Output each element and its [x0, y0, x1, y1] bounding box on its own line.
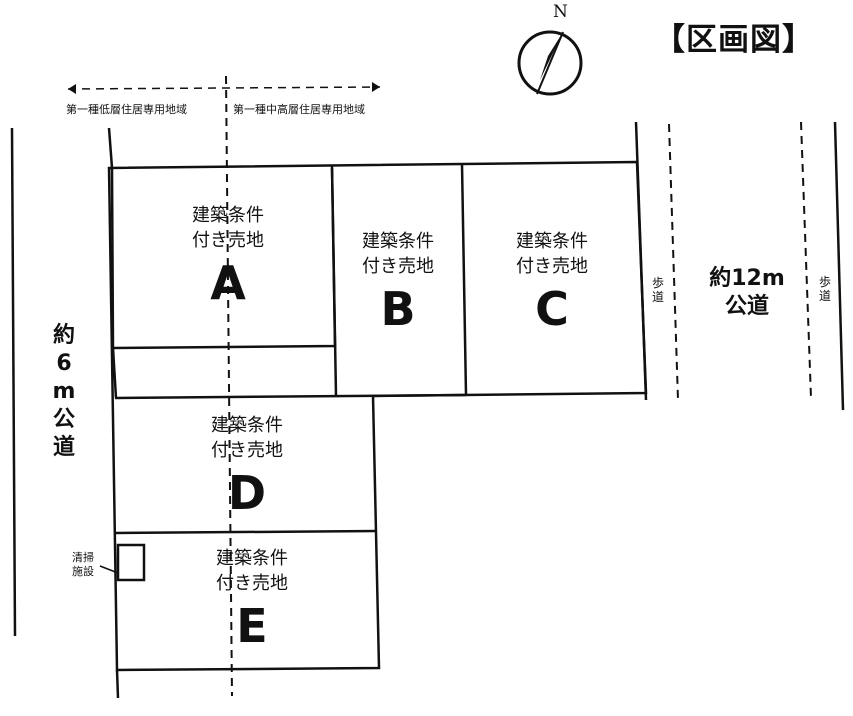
lot-d: 建築条件 付き売地 D [172, 413, 322, 519]
east-road-edge [634, 121, 648, 401]
west-road-label-5: 道 [52, 435, 75, 460]
sidewalk-label-left: 歩 道 [650, 276, 666, 304]
zone-arrow-right-icon [372, 82, 380, 92]
zone-boundary-line [225, 75, 233, 697]
lot-b-west-edge [330, 165, 338, 397]
zone-arrow-left-icon [68, 84, 76, 94]
west-road-label-4: 公 [52, 407, 75, 432]
west-road-label-3: m [52, 379, 76, 404]
north-arrow-icon [517, 30, 583, 96]
lot-e: 建築条件 付き売地 E [177, 546, 327, 652]
sidewalk-left-char-1: 歩 [651, 276, 664, 290]
sidewalk-line-left [668, 123, 679, 401]
east-road-width: 約12m [709, 266, 785, 291]
west-road-label: 約 6 m 公 道 [44, 322, 84, 462]
page-title: 【区画図】 [654, 22, 814, 58]
lot-d-condition-2: 付き売地 [211, 440, 283, 461]
sidewalk-right-char-2: 道 [818, 289, 831, 303]
lot-a-condition-2: 付き売地 [192, 230, 264, 251]
west-frontage-line [107, 127, 114, 169]
lot-b-letter: B [380, 282, 416, 336]
zone-label-low-rise: 第一種低層住居専用地域 [66, 103, 187, 116]
west-road-label-1: 約 [52, 323, 75, 348]
east-road-label: 約12m 公道 [692, 265, 802, 321]
sidewalk-label-right: 歩 道 [817, 275, 833, 303]
east-road-far-edge [833, 121, 845, 411]
lot-e-condition-2: 付き売地 [216, 573, 288, 594]
lot-a-condition: 建築条件 [192, 205, 264, 226]
lot-c-letter: C [535, 282, 569, 336]
lot-a-letter: A [210, 256, 246, 310]
lot-a-lower-edge [111, 347, 118, 399]
west-frontage-line-bottom [115, 669, 120, 699]
lot-c: 建築条件 付き売地 C [477, 229, 627, 335]
west-road-label-2: 6 [56, 351, 72, 376]
zone-label-mid-high-rise: 第一種中高層住居専用地域 [233, 103, 365, 116]
north-label: N [553, 2, 568, 22]
facility-label-1: 清掃 [72, 551, 94, 564]
lot-d-condition: 建築条件 [211, 415, 283, 436]
zone-extent-line [67, 86, 381, 90]
lot-d-letter: D [227, 466, 267, 520]
west-road-edge [10, 127, 17, 637]
facility-label-2: 施設 [72, 565, 94, 578]
lot-bc-south-edge [114, 393, 467, 400]
lot-b-condition-2: 付き売地 [362, 256, 434, 277]
lot-c-condition-2: 付き売地 [516, 256, 588, 277]
lot-e-condition: 建築条件 [216, 548, 288, 569]
cleaning-facility-box [116, 543, 146, 582]
lot-de-divider [115, 529, 378, 535]
east-road-type: 公道 [724, 294, 769, 319]
lot-c-condition: 建築条件 [516, 231, 588, 252]
lot-c-west-edge [460, 163, 468, 396]
sidewalk-left-char-2: 道 [651, 290, 664, 304]
sidewalk-line-right [800, 121, 812, 399]
lot-e-letter: E [236, 599, 268, 653]
lot-b: 建築条件 付き売地 B [323, 229, 473, 335]
lot-a: 建築条件 付き売地 A [153, 203, 303, 309]
sidewalk-right-char-1: 歩 [818, 275, 831, 289]
lot-b-condition: 建築条件 [362, 231, 434, 252]
cleaning-facility-label: 清掃 施設 [66, 551, 100, 579]
facility-leader-line [99, 565, 119, 574]
